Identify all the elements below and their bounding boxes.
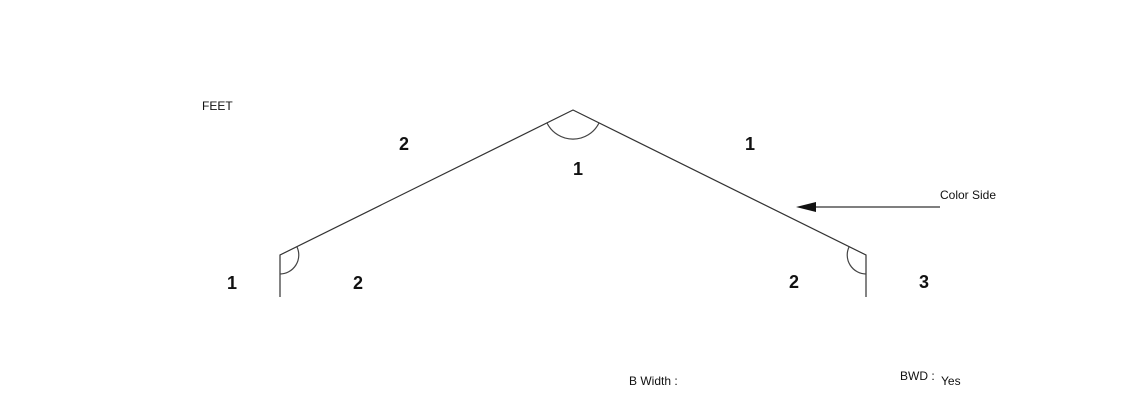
right-leg-length: 3 — [919, 272, 930, 292]
peak-angle-arc — [546, 122, 600, 140]
right-slope-length: 1 — [745, 134, 756, 154]
bwd-label: BWD : — [900, 369, 935, 383]
right-bend-angle-label: 2 — [789, 272, 800, 292]
right-bend-angle-arc — [846, 246, 867, 275]
color-side-label: Color Side — [940, 188, 997, 202]
color-side-arrowhead — [796, 202, 816, 212]
profile-outline — [279, 109, 867, 297]
bwd-value: Yes — [941, 374, 961, 388]
peak-angle-label: 1 — [573, 159, 584, 179]
left-slope-length: 2 — [399, 134, 410, 154]
units-label: FEET — [202, 99, 233, 113]
left-leg-length: 1 — [227, 273, 238, 293]
b-width-label: B Width : — [629, 374, 678, 388]
left-bend-angle-label: 2 — [353, 273, 364, 293]
left-bend-angle-arc — [279, 246, 300, 275]
